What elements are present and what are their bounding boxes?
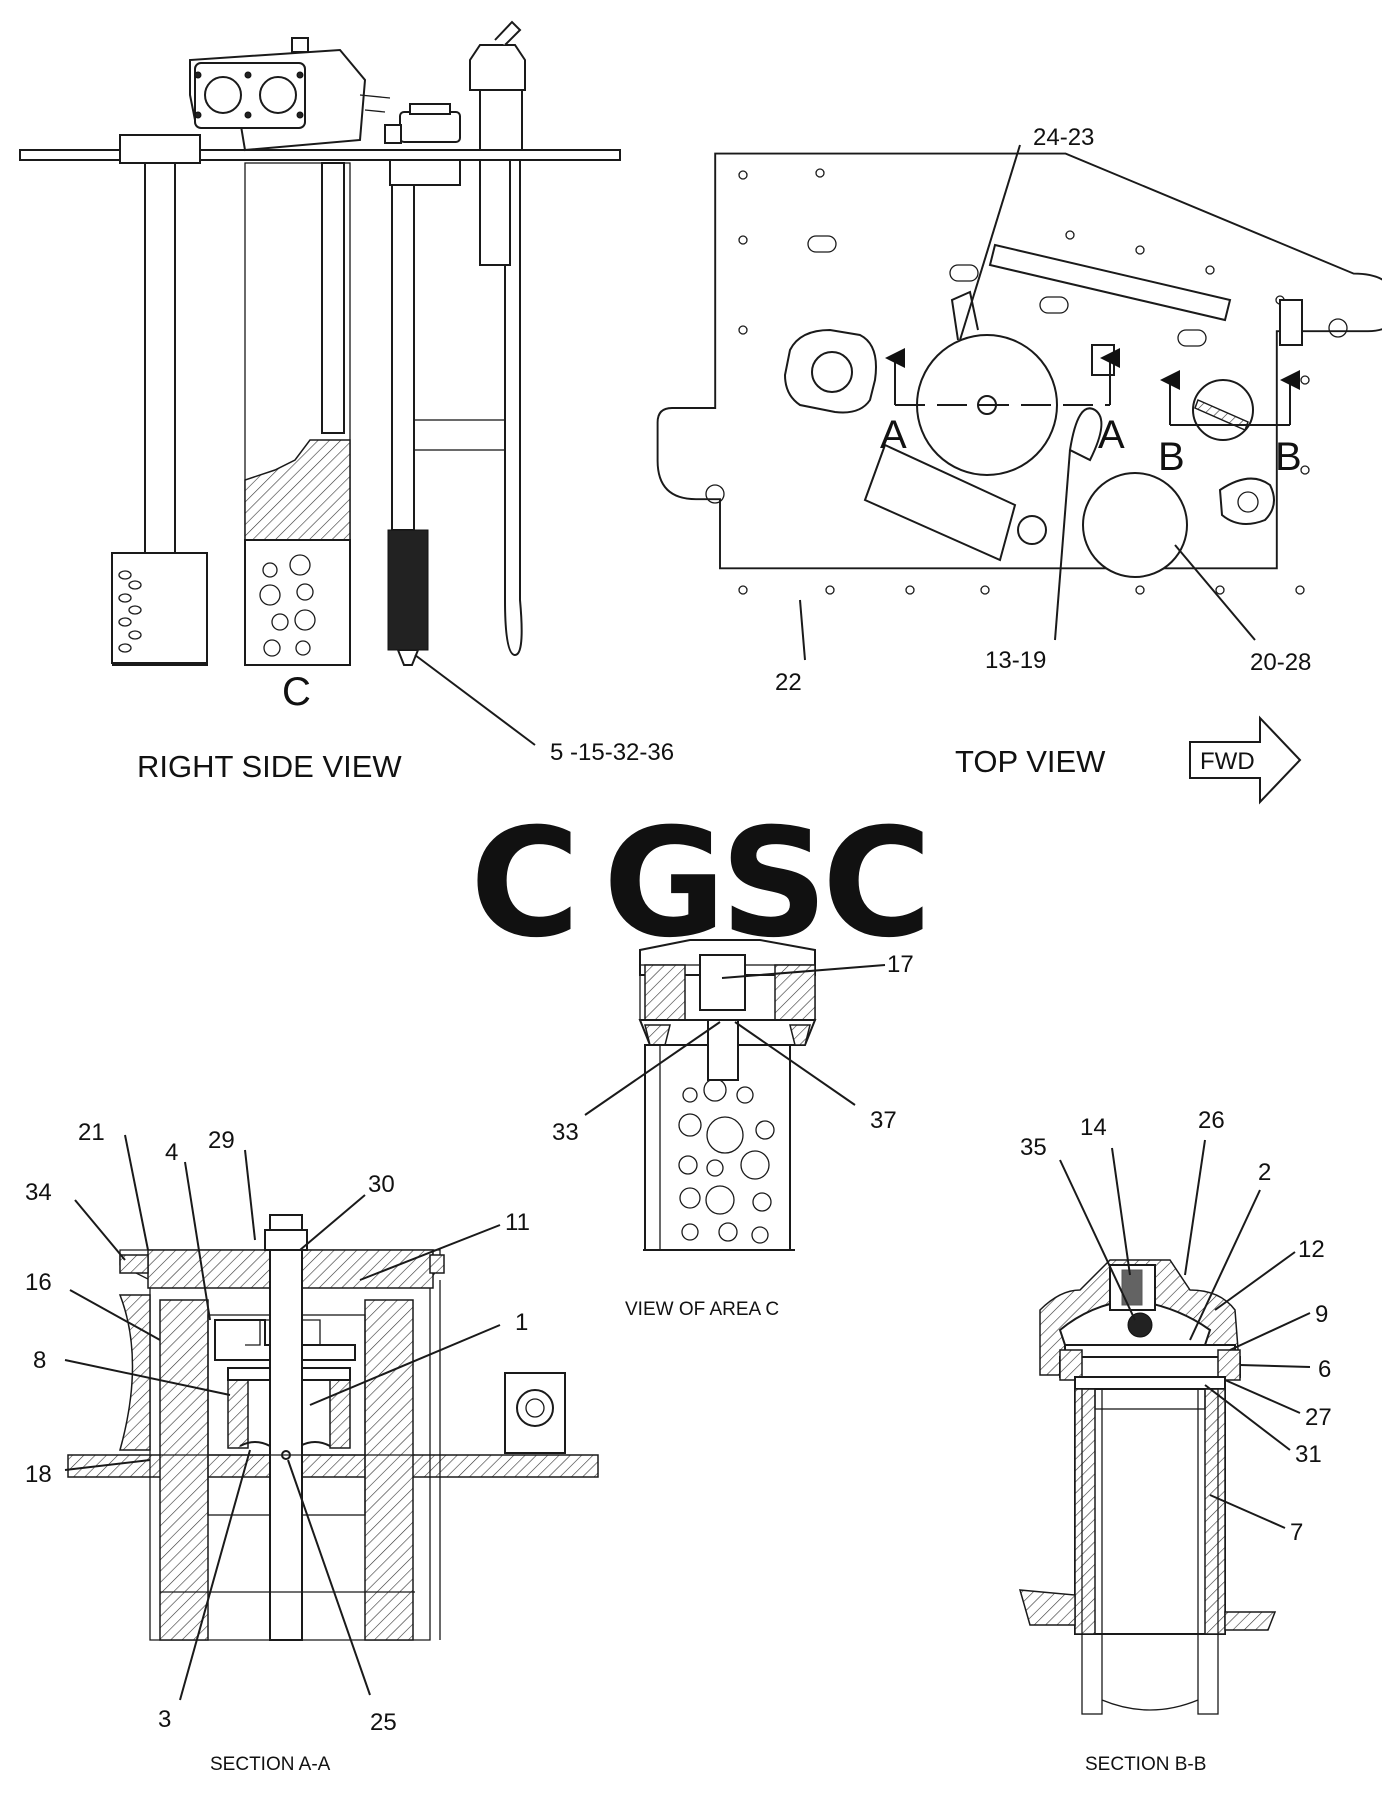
callout-16: 16 xyxy=(25,1269,52,1296)
callout-3: 3 xyxy=(158,1706,171,1733)
top-view-bolt-holes xyxy=(738,168,1310,595)
callout-33: 33 xyxy=(552,1119,579,1146)
area-c-marker: C xyxy=(282,670,311,714)
callout-8: 8 xyxy=(33,1347,46,1374)
callout-35: 35 xyxy=(1020,1134,1047,1161)
right-side-view: C RIGHT SIDE VIEW 5 -15-32-36 xyxy=(19,20,674,784)
section-a-label-left: A xyxy=(880,413,907,457)
callout-4: 4 xyxy=(165,1139,178,1166)
section-b-label-left: B xyxy=(1158,435,1185,479)
callout-17: 17 xyxy=(887,951,914,978)
callout-30: 30 xyxy=(368,1171,395,1198)
callout-21: 21 xyxy=(78,1119,105,1146)
fwd-label: FWD xyxy=(1200,748,1255,775)
watermark-letter-c2: C xyxy=(822,797,932,971)
area-c-view-title: VIEW OF AREA C xyxy=(625,1299,779,1320)
callout-18: 18 xyxy=(25,1461,52,1488)
callout-12: 12 xyxy=(1298,1236,1325,1263)
callout-27: 27 xyxy=(1305,1404,1332,1431)
section-aa-view: 21 4 29 30 34 11 16 1 8 18 3 25 SECTION … xyxy=(25,1119,599,1775)
callout-25: 25 xyxy=(370,1709,397,1736)
callout-20-28: 20-28 xyxy=(1250,649,1311,676)
section-bb-title: SECTION B-B xyxy=(1085,1754,1206,1775)
callout-13-19: 13-19 xyxy=(985,647,1046,674)
section-aa-title: SECTION A-A xyxy=(210,1754,331,1775)
callout-5-15-32-36: 5 -15-32-36 xyxy=(550,739,674,766)
callout-1: 1 xyxy=(515,1309,528,1336)
callout-2: 2 xyxy=(1258,1159,1271,1186)
callout-9: 9 xyxy=(1315,1301,1328,1328)
top-view: A A B B 24-23 22 13-19 20-28 TOP VIEW FW… xyxy=(656,124,1382,805)
right-side-view-title: RIGHT SIDE VIEW xyxy=(137,749,402,784)
callout-31: 31 xyxy=(1295,1441,1322,1468)
callout-37: 37 xyxy=(870,1107,897,1134)
fwd-arrow-icon xyxy=(1189,715,1302,805)
callout-22: 22 xyxy=(775,669,802,696)
callout-26: 26 xyxy=(1198,1107,1225,1134)
callout-11: 11 xyxy=(505,1209,530,1236)
area-c-view: 17 33 37 VIEW OF AREA C xyxy=(552,939,914,1320)
left-screen-holes xyxy=(118,570,142,653)
callout-6: 6 xyxy=(1318,1356,1331,1383)
watermark-letter-c1: C xyxy=(470,797,580,971)
callout-34: 34 xyxy=(25,1179,52,1206)
callout-7: 7 xyxy=(1290,1519,1303,1546)
cgsc-watermark: C G S C xyxy=(470,797,932,971)
top-view-title: TOP VIEW xyxy=(955,744,1106,779)
section-bb-view: 35 14 26 2 12 9 6 27 31 7 SECTION B-B xyxy=(1018,1107,1332,1775)
section-a-label-right: A xyxy=(1098,413,1125,457)
section-b-label-right: B xyxy=(1275,435,1302,479)
middle-screen-holes xyxy=(259,554,316,657)
callout-29: 29 xyxy=(208,1127,235,1154)
callout-24-23: 24-23 xyxy=(1033,124,1094,151)
callout-14: 14 xyxy=(1080,1114,1107,1141)
